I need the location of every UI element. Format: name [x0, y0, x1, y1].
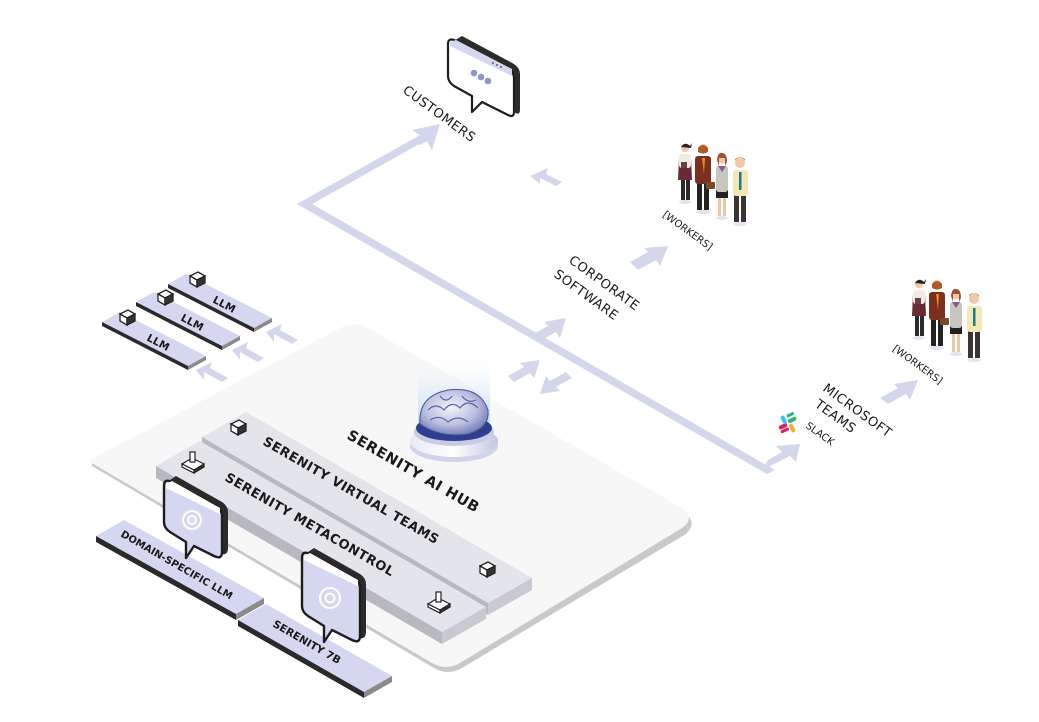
people-group-icon — [678, 143, 748, 226]
llm-tile[interactable]: LLM — [102, 309, 206, 370]
arrow-to-llm-2 — [232, 342, 264, 362]
corporate-software-node[interactable]: CORPORATE SOFTWARE — [551, 253, 642, 324]
arrow-to-workers-top — [630, 246, 668, 270]
cube-icon — [229, 419, 248, 437]
connector-line-to-customers — [297, 134, 430, 208]
cube-icon — [478, 561, 497, 579]
chat-bubble-icon — [446, 36, 520, 118]
arrow-to-workers-right — [880, 380, 918, 404]
arrow-to-teams — [762, 444, 800, 470]
arrow-to-customers — [412, 124, 440, 150]
cube-icon — [188, 271, 207, 289]
arrow-out-of-hub — [540, 372, 572, 394]
workers-right-node[interactable]: [WORKERS] — [890, 279, 982, 387]
arrow-to-llm-1 — [196, 362, 228, 382]
joystick-icon — [426, 591, 452, 615]
cube-icon — [118, 309, 137, 327]
flow-arrows — [196, 124, 918, 474]
gear-bubble-icon — [162, 476, 228, 560]
llm-tile[interactable]: LLM — [136, 289, 240, 350]
llm-stack: LLM LLM LLM — [102, 271, 272, 370]
arrow-corporate-to-customers — [530, 168, 562, 186]
microsoft-teams-node[interactable]: MICROSOFT TEAMS SLACK — [778, 381, 894, 449]
workers-top-label: [WORKERS] — [660, 210, 714, 253]
workers-top-node[interactable]: [WORKERS] — [660, 143, 748, 253]
arrow-into-hub — [508, 360, 540, 382]
gear-bubble-icon — [300, 548, 366, 644]
cube-icon — [156, 289, 175, 307]
llm-tile[interactable]: LLM — [168, 271, 272, 332]
arrow-hub-to-corporate — [530, 318, 566, 342]
people-group-icon — [912, 279, 982, 362]
brain-icon — [410, 388, 498, 462]
slack-label: SLACK — [803, 421, 836, 449]
slack-logo-icon — [778, 412, 797, 434]
domain-llm-node[interactable]: DOMAIN-SPECIFIC LLM — [96, 476, 264, 620]
arrow-to-llm-3 — [266, 324, 298, 344]
joystick-icon — [180, 451, 206, 475]
